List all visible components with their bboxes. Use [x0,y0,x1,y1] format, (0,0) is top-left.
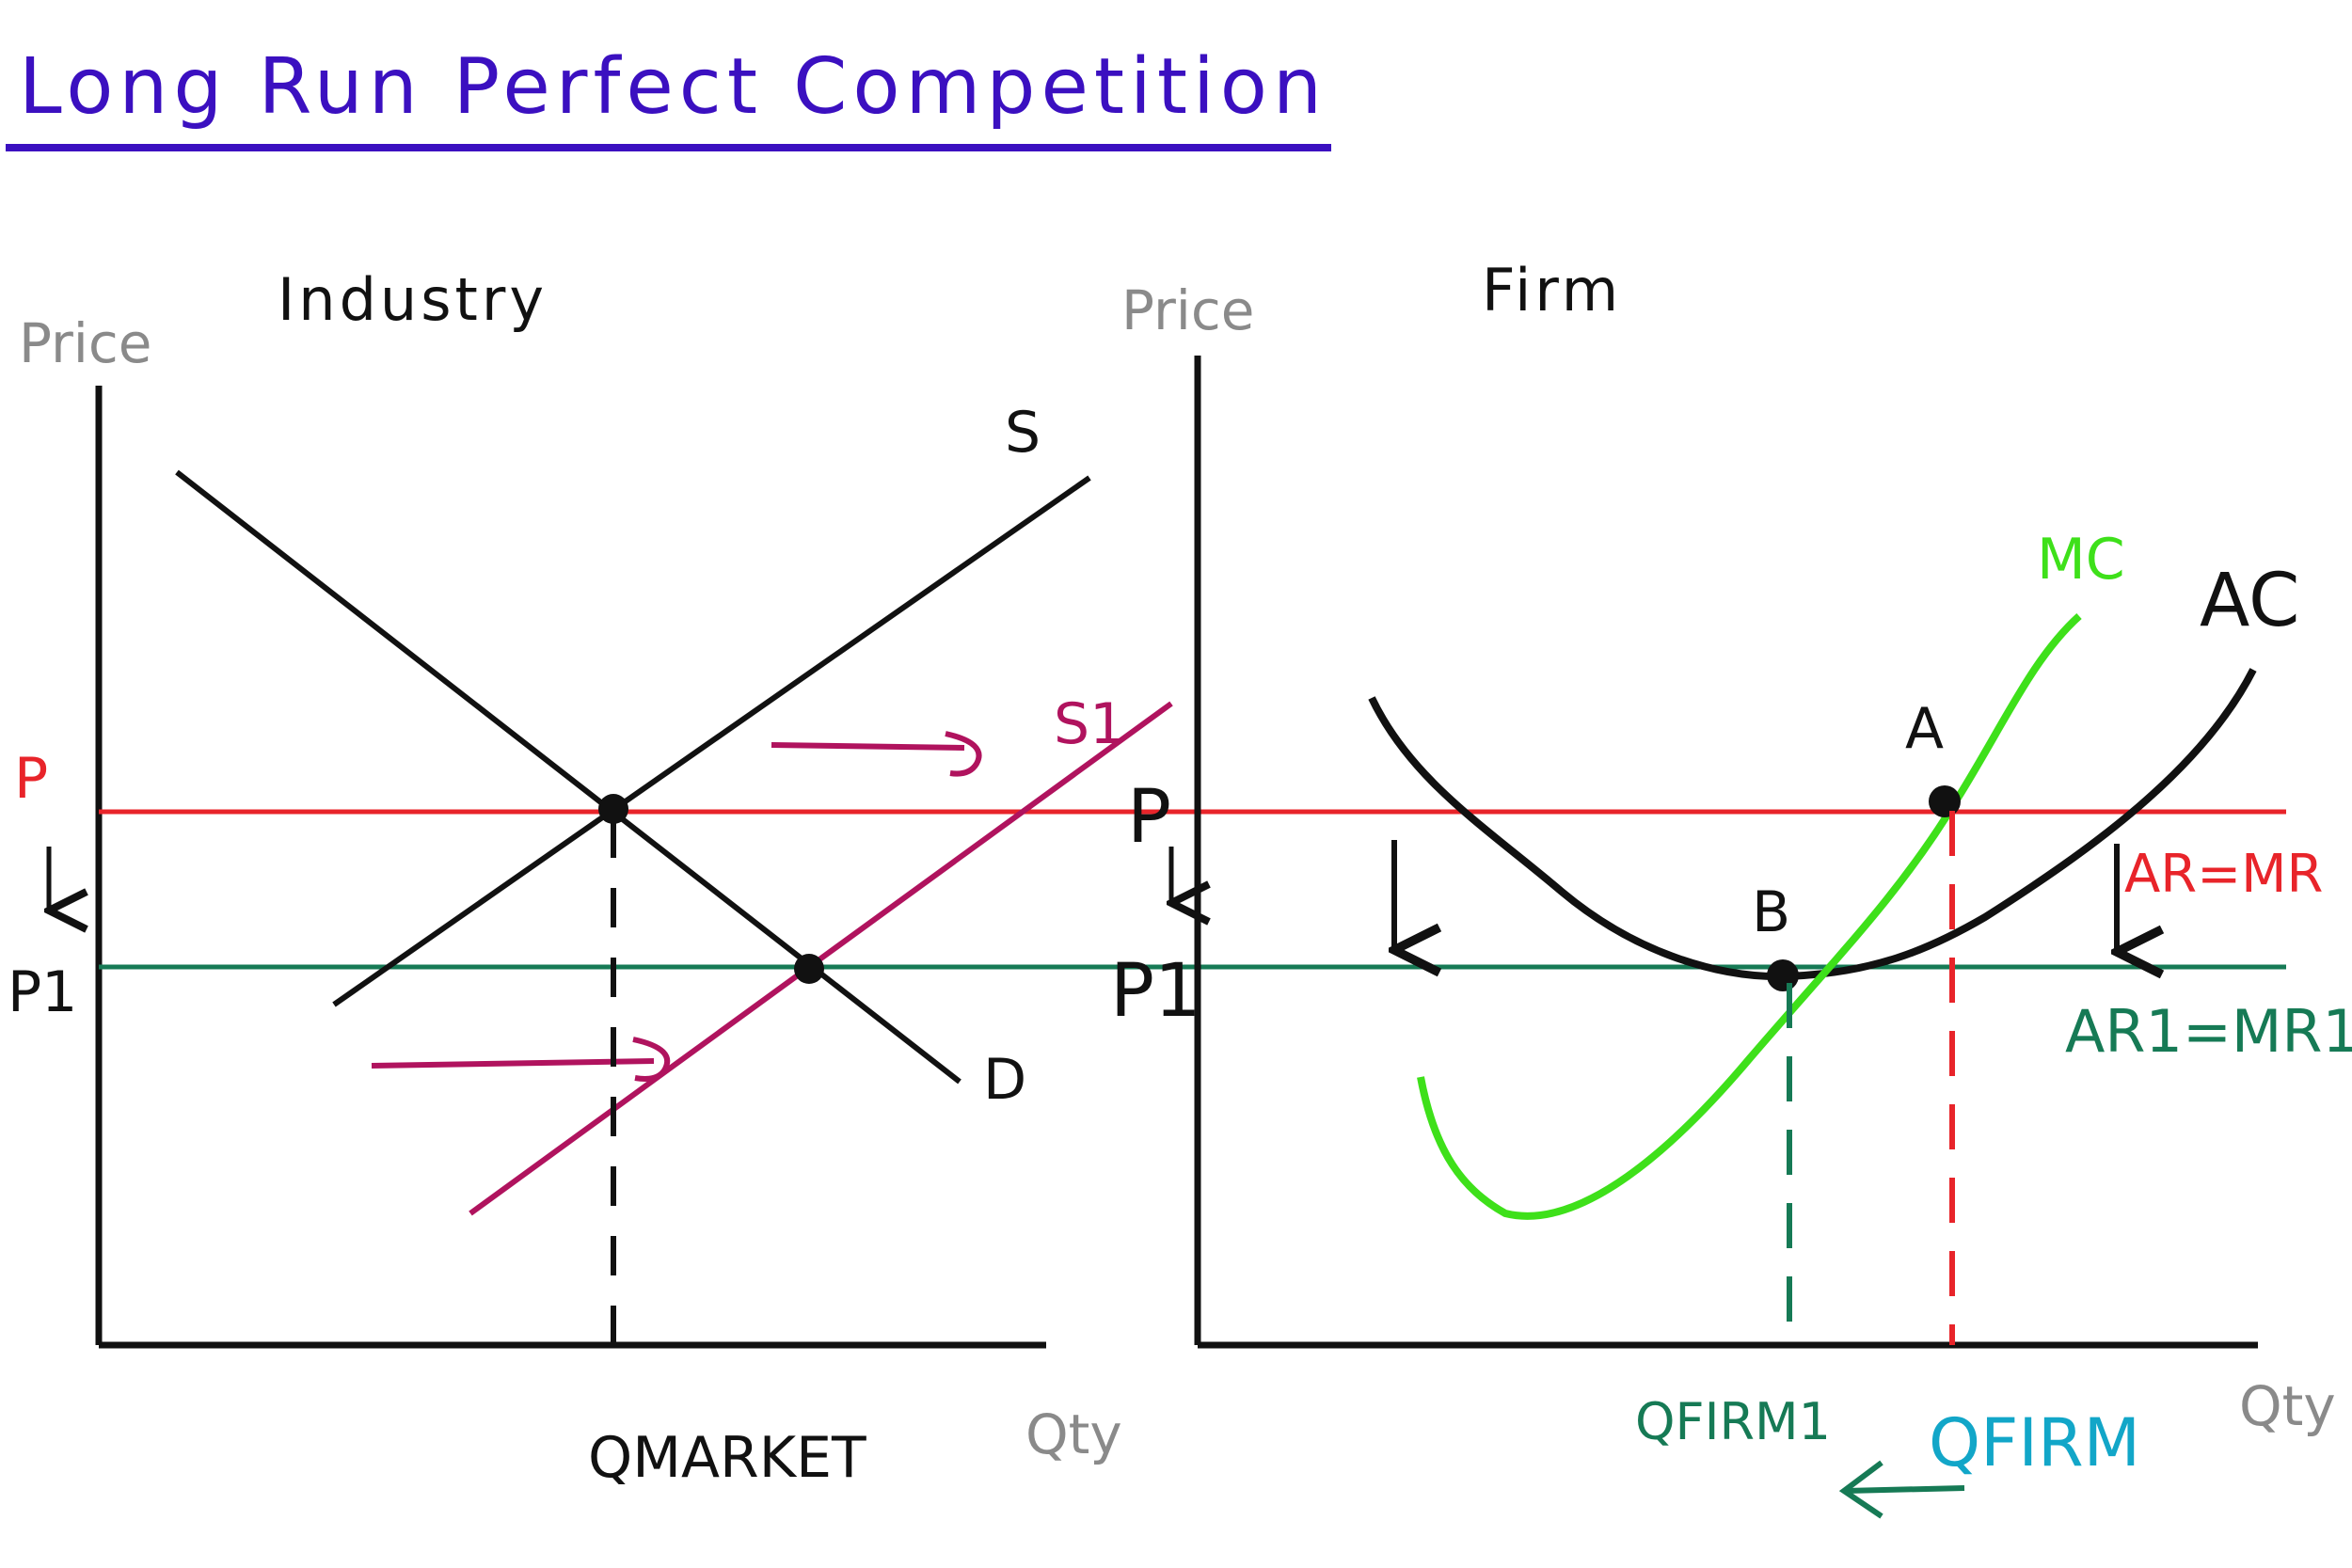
firm-heading: Firm [1482,256,1622,325]
supply-curve [332,475,1091,1007]
point-b-label: B [1752,879,1790,945]
supply-shift-arrowhead-lower [632,1037,671,1082]
ar1-mr1-label: AR1=MR1 [2065,997,2352,1066]
q-firm-shift-arrowhead [1838,1460,1883,1519]
q-firm-label: QFIRM [1929,1404,2140,1481]
industry-heading: Industry [278,265,548,334]
industry-new-price-label: P1 [8,959,77,1025]
demand-curve [175,469,961,1085]
ar-mr-label: AR=MR [2124,844,2323,905]
industry-y-axis-label: Price [19,311,152,375]
supply-shift-arrow-lower [371,1058,655,1069]
mc-label: MC [2037,527,2125,593]
q-firm-shift-arrow [1845,1485,1965,1494]
firm-price-label: P [1127,775,1171,860]
firm-new-price-label: P1 [1110,949,1201,1034]
ac-label: AC [2200,559,2299,643]
equilibrium-point-initial [598,794,628,824]
firm-x-axis-label: Qty [2239,1374,2336,1438]
firm-panel: Firm Price Qty MC AC A B P P1 AR=MR AR1=… [1110,256,2352,1519]
new-supply-label: S1 [1054,691,1125,757]
supply-shift-arrowhead-upper [945,731,982,777]
new-supply-curve [469,701,1173,1216]
firm-y-axis-label: Price [1121,278,1255,342]
point-a [1929,785,1961,817]
point-a-label: A [1905,696,1944,762]
point-b [1767,959,1799,991]
mc-curve [1417,613,2082,1220]
equilibrium-point-new [794,954,824,984]
q-market-label: QMARKET [588,1425,866,1491]
industry-x-axis-label: Qty [1025,1402,1122,1466]
supply-label: S [1005,400,1041,466]
industry-panel: Industry Price Qty S S1 D P P1 QMARK [8,265,2286,1491]
ac-curve [1368,668,2257,981]
page-title: Long Run Perfect Competition [19,42,1327,132]
industry-price-label: P [14,746,48,812]
supply-shift-arrow-upper [771,742,965,751]
demand-label: D [983,1047,1026,1113]
q-firm1-label: QFIRM1 [1635,1392,1831,1451]
